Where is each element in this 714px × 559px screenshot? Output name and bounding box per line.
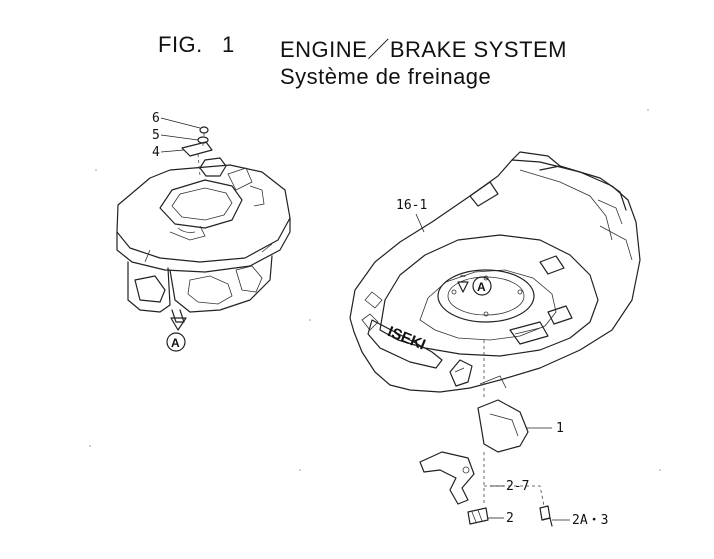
callout-4: 4 bbox=[152, 145, 185, 160]
figure-title-french: Système de freinage bbox=[280, 64, 492, 89]
callout-label-4: 4 bbox=[152, 145, 160, 160]
callout-6: 6 bbox=[152, 111, 201, 129]
callout-label-2a-3: 2A・3 bbox=[572, 513, 608, 528]
figure-label: FIG. bbox=[158, 32, 203, 57]
callout-label-5: 5 bbox=[152, 128, 160, 143]
callout-label-6: 6 bbox=[152, 111, 160, 126]
figure-title-english: ENGINE／BRAKE SYSTEM bbox=[280, 37, 568, 62]
callout-label-2: 2 bbox=[506, 511, 514, 526]
callout-2-7: 2-7 bbox=[490, 479, 529, 494]
figure-number: 1 bbox=[222, 32, 235, 57]
callout-label-2-7: 2-7 bbox=[506, 479, 529, 494]
callout-2a-3: 2A・3 bbox=[552, 513, 608, 528]
callout-5: 5 bbox=[152, 128, 199, 143]
engine-reference-mark: A bbox=[171, 336, 180, 350]
deck-logo: ISEKI bbox=[385, 323, 428, 353]
deck-reference-mark: A bbox=[477, 280, 486, 294]
engine-assembly: A bbox=[116, 157, 291, 352]
callout-label-1: 1 bbox=[556, 421, 564, 436]
callout-16-1: 16-1 bbox=[396, 198, 427, 233]
scan-speckles bbox=[89, 109, 661, 471]
callout-2: 2 bbox=[488, 511, 514, 526]
callout-1: 1 bbox=[526, 421, 564, 436]
callout-label-16-1: 16-1 bbox=[396, 198, 427, 213]
mower-deck: A ISEKI bbox=[349, 151, 641, 527]
